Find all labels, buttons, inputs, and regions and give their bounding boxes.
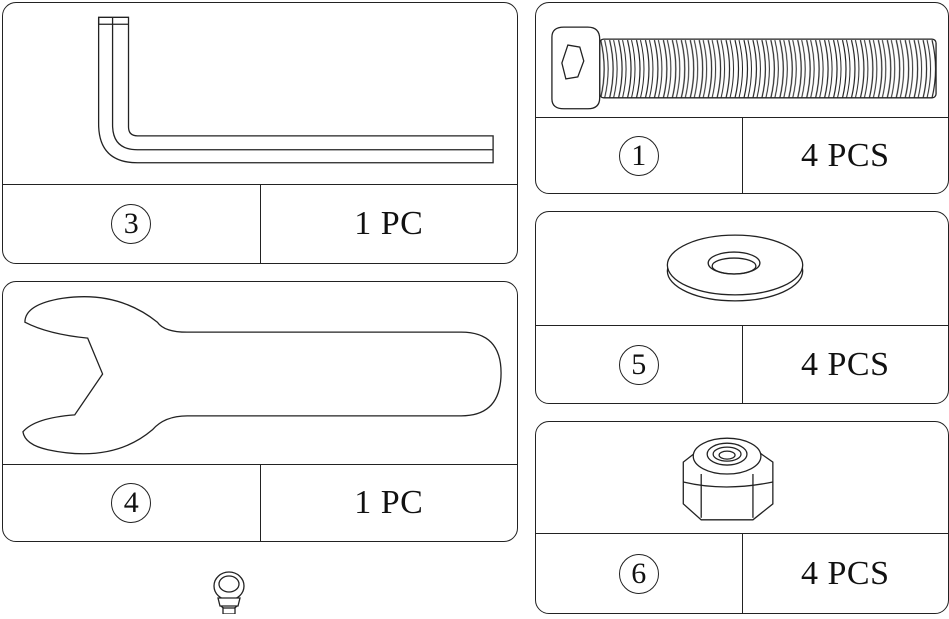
part-quantity: 4 PCS (801, 136, 890, 174)
part-number-cell: 3 (3, 185, 260, 263)
part-quantity: 1 PC (354, 205, 424, 242)
part-number: 4 (111, 483, 152, 523)
washer-icon (536, 212, 948, 326)
wrench-icon (3, 282, 517, 465)
part-number-cell: 5 (536, 326, 742, 403)
part-number-cell: 6 (536, 534, 742, 613)
quantity-cell: 4 PCS (741, 118, 949, 193)
part-number: 3 (111, 204, 152, 244)
quantity-cell: 1 PC (259, 465, 518, 541)
part-quantity: 4 PCS (801, 554, 890, 592)
part-number: 6 (618, 553, 659, 594)
lock-nut-icon (536, 422, 948, 536)
part-quantity: 1 PC (354, 484, 424, 521)
part-number-cell: 4 (3, 465, 260, 541)
part-number: 5 (618, 344, 659, 385)
part-card-lock-nut: 6 4 PCS (535, 421, 949, 614)
part-quantity: 4 PCS (801, 345, 890, 383)
part-card-bolt: 1 4 PCS (535, 2, 949, 194)
quantity-cell: 1 PC (259, 185, 518, 263)
part-number-cell: 1 (536, 118, 742, 193)
bolt-icon (536, 3, 948, 118)
ball-stud-icon (204, 564, 254, 615)
allen-key-icon (3, 3, 517, 185)
part-number: 1 (618, 135, 659, 176)
quantity-cell: 4 PCS (741, 534, 949, 613)
part-card-wrench: 4 1 PC (2, 281, 518, 542)
part-card-washer: 5 4 PCS (535, 211, 949, 404)
part-card-allen-key: 3 1 PC (2, 2, 518, 264)
quantity-cell: 4 PCS (741, 326, 949, 403)
